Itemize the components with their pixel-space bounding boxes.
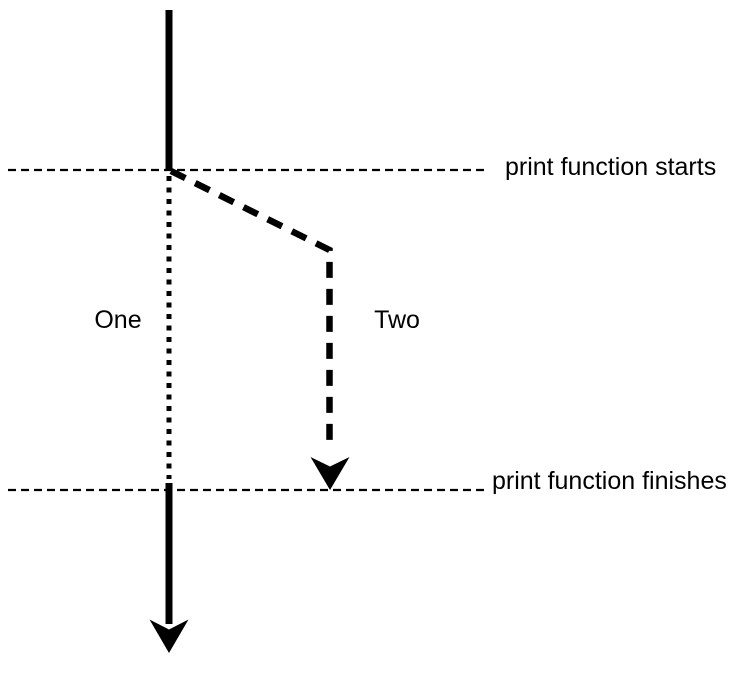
thread-two-down-arrowhead-icon — [310, 457, 350, 490]
event-start-label: print function starts — [505, 153, 716, 181]
thread-one-label: One — [94, 306, 141, 334]
event-finish-label: print function finishes — [492, 467, 727, 495]
lifeline-down-arrowhead-icon — [149, 619, 189, 653]
thread-two-dashed-path — [169, 168, 333, 450]
thread-two-label: Two — [374, 306, 420, 334]
